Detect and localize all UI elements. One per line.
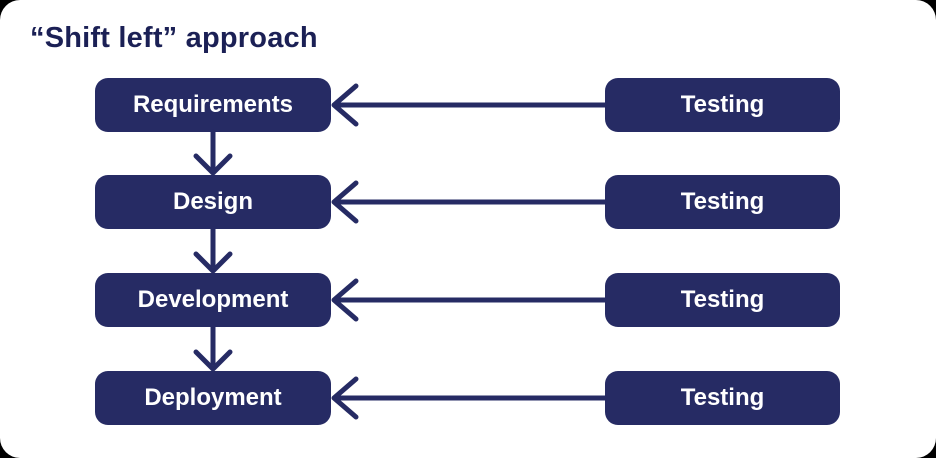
arrow-design-to-development bbox=[193, 226, 233, 274]
arrow-testing-to-deployment bbox=[331, 376, 608, 420]
arrow-development-to-deployment bbox=[193, 324, 233, 372]
page-title: “Shift left” approach bbox=[30, 22, 318, 54]
testing-box-design: Testing bbox=[605, 175, 840, 229]
arrow-testing-to-requirements bbox=[331, 83, 608, 127]
stage-box-deployment: Deployment bbox=[95, 371, 331, 425]
arrow-testing-to-design bbox=[331, 180, 608, 224]
stage-box-development: Development bbox=[95, 273, 331, 327]
arrow-requirements-to-design bbox=[193, 129, 233, 176]
stage-box-design: Design bbox=[95, 175, 331, 229]
testing-box-deployment: Testing bbox=[605, 371, 840, 425]
stage-box-requirements: Requirements bbox=[95, 78, 331, 132]
testing-box-development: Testing bbox=[605, 273, 840, 327]
testing-box-requirements: Testing bbox=[605, 78, 840, 132]
arrow-testing-to-development bbox=[331, 278, 608, 322]
